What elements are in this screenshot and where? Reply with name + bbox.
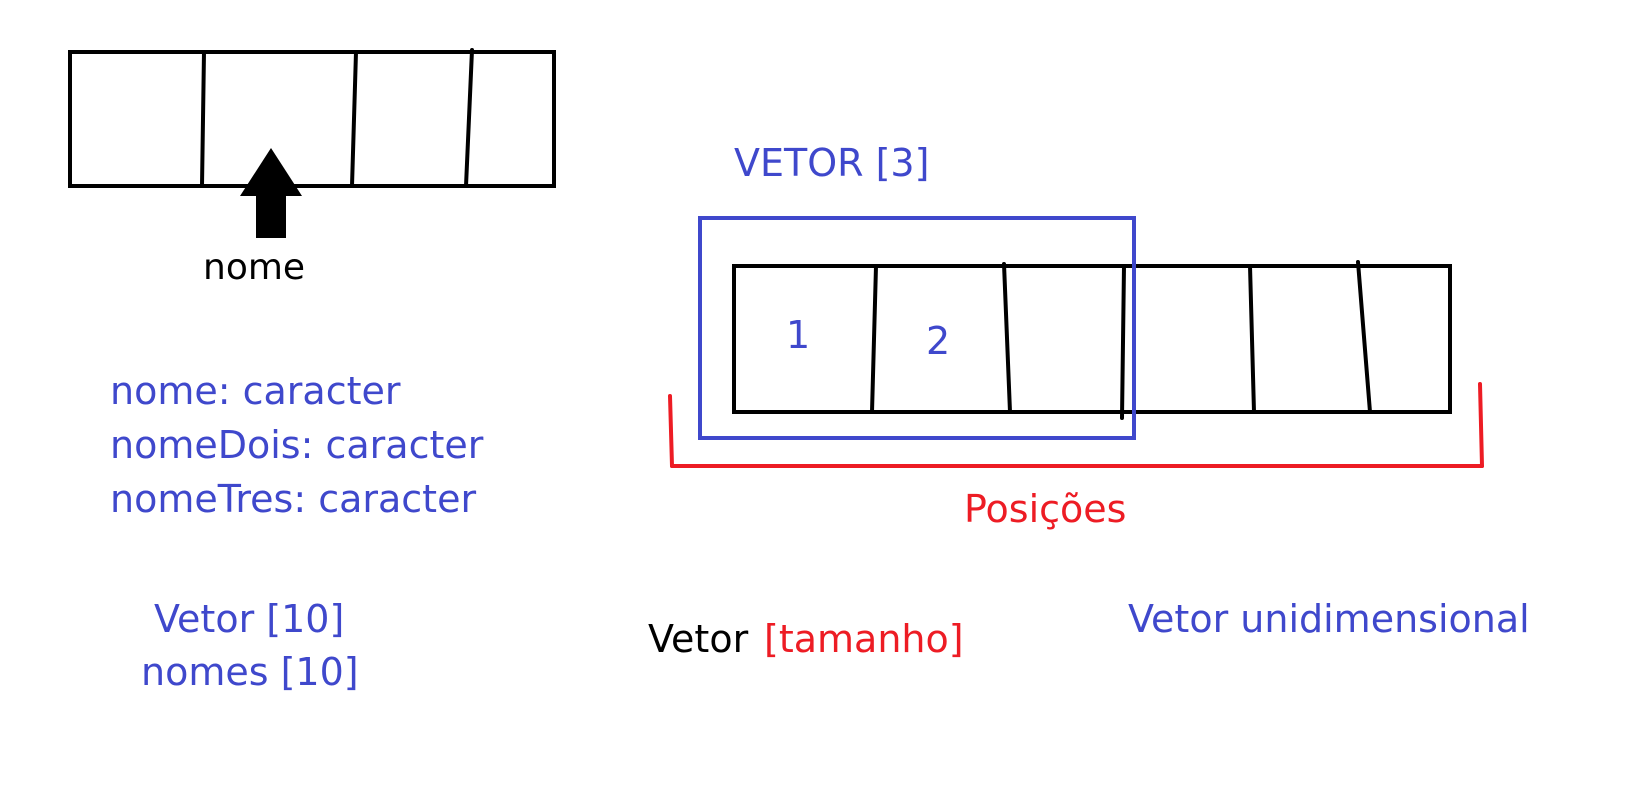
subvector-highlight-box [698,216,1136,440]
syntax-keyword: Vetor [648,617,749,661]
cell-value: 1 [786,313,811,357]
declaration-line: nomeTres: caracter [110,477,477,521]
subvector-label: VETOR [3] [734,141,930,185]
declaration-line: nome: caracter [110,369,401,413]
syntax-parameter: [tamanho] [764,617,964,661]
top-left-cell-divider [350,50,358,188]
main-vector-cell-divider [1248,264,1256,414]
arrow-shaft [256,194,286,238]
top-left-cell-divider [200,50,206,188]
cell-value: 2 [926,319,951,363]
vector-example-line: nomes [10] [141,650,359,694]
main-vector-cell-divider [1120,264,1126,420]
top-left-array [68,48,556,188]
brace-right-tick [1478,382,1484,468]
top-left-cell-divider [464,48,474,188]
main-vector-cell-divider [1356,260,1372,414]
declaration-line: nomeDois: caracter [110,423,484,467]
main-vector [732,260,1452,420]
description-label: Vetor unidimensional [1128,597,1530,641]
arrow-head [240,148,302,196]
top-left-array-frame [68,50,556,188]
brace-left-tick [668,394,674,468]
positions-label: Posições [964,487,1127,531]
arrow-up-icon [240,148,302,238]
pointer-label: nome [203,247,306,288]
vector-example-line: Vetor [10] [154,597,345,641]
positions-brace [668,382,1484,468]
main-vector-frame [732,264,1452,414]
main-vector-cell-divider [870,264,878,414]
main-vector-cell-divider [1002,262,1012,414]
